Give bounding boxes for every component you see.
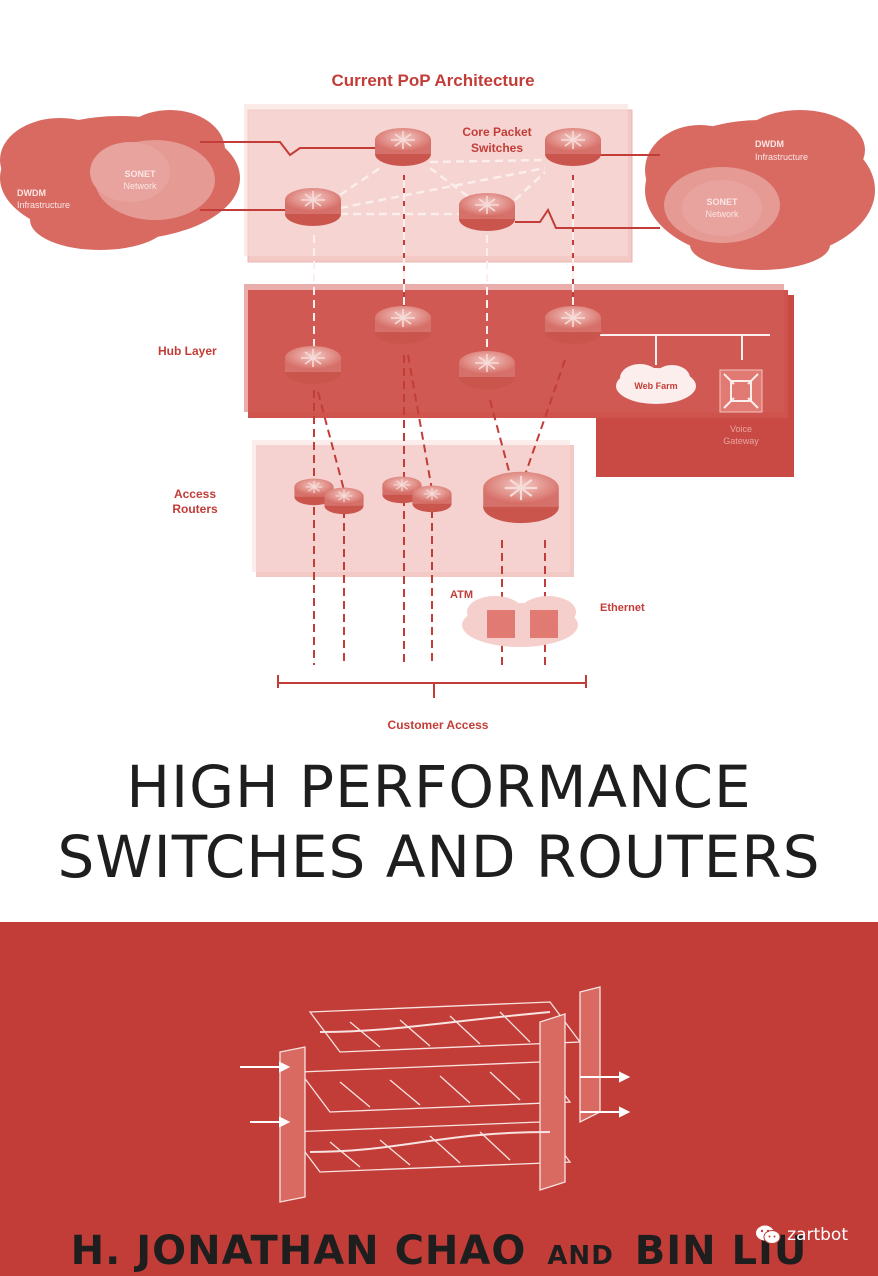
hub-router-4 [458,350,516,390]
core-router-1 [374,127,432,167]
access-router-2 [323,487,365,515]
title-line-2: SWITCHES AND ROUTERS [57,823,821,891]
access-router-large [482,470,560,525]
ethernet-label: Ethernet [600,602,645,614]
watermark-text: zartbot [787,1225,848,1245]
left-sonet-label-1: SONET [124,169,156,179]
right-dwdm-label-1: DWDM [755,139,784,149]
core-label-2: Switches [471,141,523,155]
server-links [600,334,770,365]
left-dwdm-cloud [0,110,240,250]
left-sonet-label-2: Network [123,181,157,191]
core-router-2 [544,127,602,167]
pop-architecture-diagram: Current PoP Architecture SONET Network D… [0,71,875,732]
watermark: zartbot [755,1224,848,1246]
hub-layer-label: Hub Layer [158,344,217,358]
wechat-icon [756,1225,781,1244]
core-router-3 [284,187,342,227]
core-router-4 [458,192,516,232]
customer-access-label: Customer Access [388,718,489,732]
hub-router-1 [374,305,432,345]
switch-fabric-illustration [240,986,631,1203]
web-farm-label: Web Farm [634,381,677,391]
access-label-2: Routers [172,502,218,516]
atm-ethernet-cloud [462,596,578,647]
voice-gateway-label-1: Voice [730,424,752,434]
voice-gateway-icon [719,369,763,413]
core-mesh-links [339,158,546,216]
customer-access-bracket [277,675,587,698]
web-farm-cloud [616,364,696,404]
book-title: HIGH PERFORMANCE SWITCHES AND ROUTERS [0,752,878,892]
title-line-1: HIGH PERFORMANCE [126,753,752,821]
atm-label: ATM [450,589,473,601]
author-1: H. JONATHAN CHAO [70,1228,527,1274]
right-dwdm-label-2: Infrastructure [755,152,808,162]
access-label-1: Access [174,487,216,501]
diagram-title: Current PoP Architecture [331,71,534,90]
right-dwdm-cloud [645,110,875,270]
authors-line: H. JONATHAN CHAO AND BIN LIU [0,1228,878,1274]
left-dwdm-label-2: Infrastructure [17,200,70,210]
access-router-4 [411,485,453,513]
hub-router-3 [284,345,342,385]
right-sonet-label-2: Network [705,209,739,219]
hub-router-2 [544,305,602,345]
right-sonet-label-1: SONET [706,197,738,207]
authors-and: AND [547,1241,614,1271]
core-label-1: Core Packet [462,125,531,139]
voice-gateway-label-2: Gateway [723,436,759,446]
cover-bottom-band: H. JONATHAN CHAO AND BIN LIU zartbot [0,922,878,1276]
core-uplinks [200,141,660,229]
left-dwdm-label-1: DWDM [17,188,46,198]
